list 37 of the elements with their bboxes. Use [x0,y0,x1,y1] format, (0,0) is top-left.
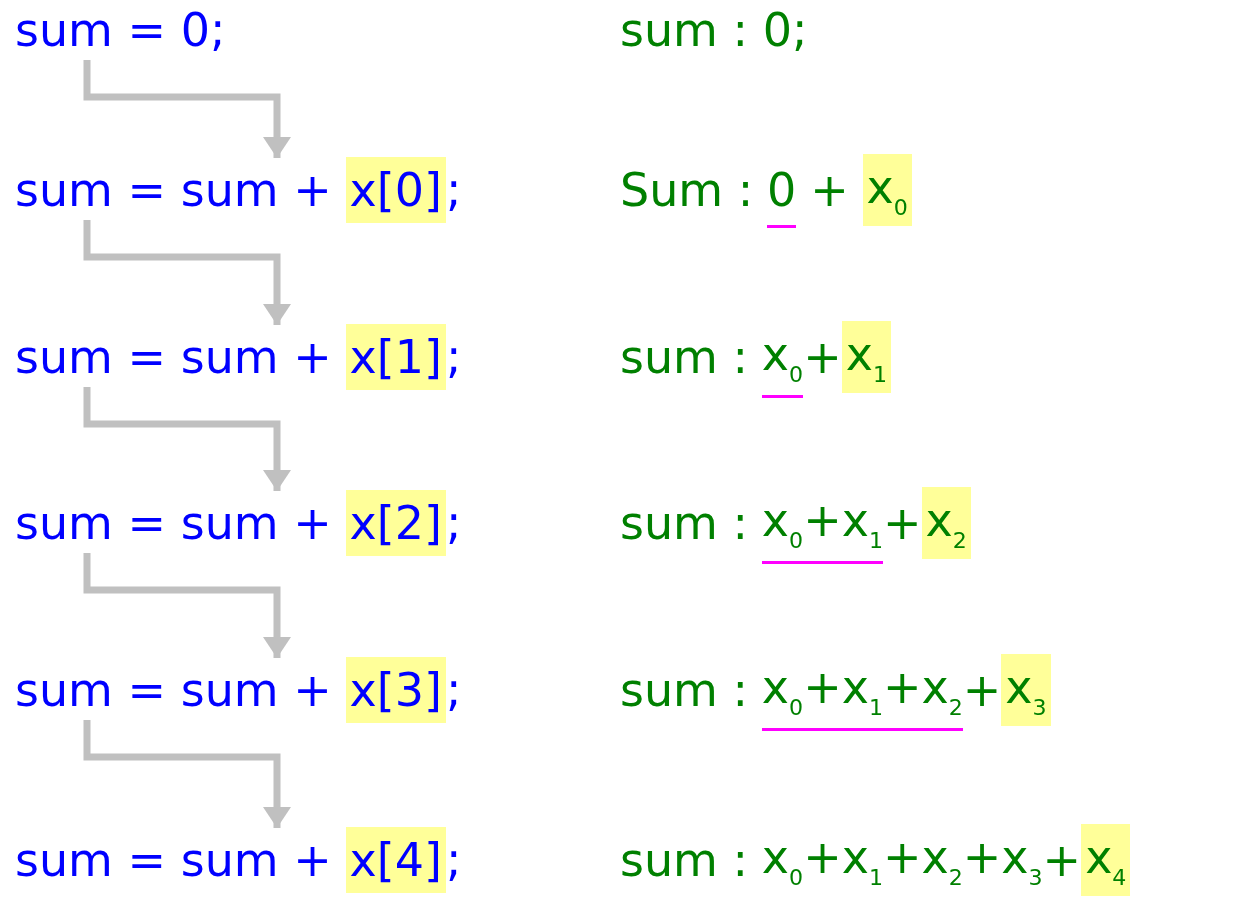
highlighted-term: x$_{3}$ [1001,653,1051,727]
code-text: ; [446,663,462,717]
highlighted-term: x$_{1}$ [841,320,891,394]
highlighted-term: x[2] [345,490,446,556]
highlighted-term: x[0] [345,157,446,223]
highlighted-term: x[4] [345,827,446,893]
code-text: sum = sum + [15,496,332,550]
underlined-term: 0 [767,163,797,228]
math-text: Sum : [620,163,754,217]
code-text: ; [446,496,462,550]
code-text: sum = sum + [15,663,332,717]
code-text: sum = sum + [15,330,332,384]
math-text: sum : [620,833,749,887]
math-text: + [882,496,922,550]
underlined-term: x$_{0}$+x$_{1}$ [761,492,883,565]
math-text: sum : [620,663,749,717]
math-text: + [1042,833,1082,887]
highlighted-term: x$_{4}$ [1081,823,1131,897]
math-text: + [810,163,849,217]
underlined-term: x$_{0}$+x$_{1}$+x$_{2}$ [761,659,963,732]
code-text: sum = 0; [15,3,226,57]
code-text: sum = sum + [15,833,332,887]
math-text: + [962,663,1002,717]
code-text: ; [446,163,462,217]
code-text: sum = sum + [15,163,332,217]
highlighted-term: x$_{2}$ [921,486,971,560]
math-text: sum : [620,330,749,384]
highlighted-term: x[3] [345,657,446,723]
math-text: x$_{0}$+x$_{1}$+x$_{2}$+x$_{3}$ [761,829,1043,891]
code-text: ; [446,330,462,384]
underlined-term: x$_{0}$ [761,326,804,399]
highlighted-term: x$_{0}$ [862,153,912,227]
highlighted-term: x[1] [345,324,446,390]
math-text: + [803,330,842,384]
math-text: sum : [620,496,749,550]
math-text: sum : 0; [620,3,808,57]
code-text: ; [446,833,462,887]
